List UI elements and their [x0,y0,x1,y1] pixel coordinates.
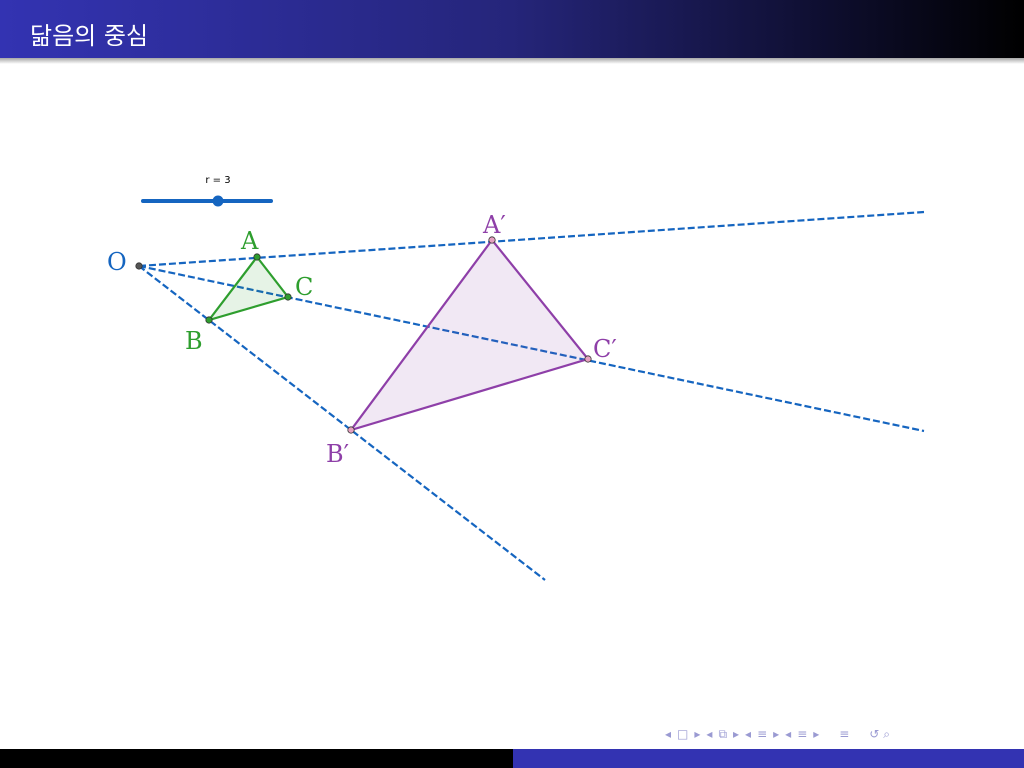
point-B[interactable] [205,316,213,324]
label-B-prime: B′ [326,440,349,468]
nav-prev-section-icon[interactable]: ◂ [745,727,752,741]
nav-next-section-icon[interactable]: ▸ [773,727,780,741]
label-O: O [107,248,127,276]
nav-next-slide-icon[interactable]: ▸ [813,727,820,741]
navigation-bar: ◂ □ ▸ ◂ ⧉ ▸ ◂ ≡ ▸ ◂ ≡ ▸ ≡ ↺ ⌕ [665,724,1024,744]
title-bar-shadow [0,58,1024,64]
nav-slide-icon[interactable]: ≡ [797,727,808,741]
nav-subsection-icon[interactable]: ⧉ [718,726,728,741]
nav-next-frame-icon[interactable]: ▸ [694,727,701,741]
nav-next-subsection-icon[interactable]: ▸ [733,727,740,741]
slider-label: r = 3 [205,175,231,186]
label-C-prime: C′ [593,335,617,363]
nav-prev-slide-icon[interactable]: ◂ [785,727,792,741]
page-title: 닮음의 중심 [30,22,149,50]
label-B: B [185,327,203,355]
footer-left-band [0,749,513,768]
nav-prev-frame-icon[interactable]: ◂ [665,727,672,741]
label-C: C [295,273,313,301]
label-A-prime: A′ [482,211,506,239]
point-O[interactable] [135,262,143,270]
points[interactable] [135,236,592,434]
nav-section-icon[interactable]: ≡ [757,727,768,741]
point-A[interactable] [253,253,261,261]
slider-handle[interactable] [212,195,224,207]
triangle-original [206,255,290,322]
nav-frame-icon[interactable]: □ [677,727,689,741]
ray-through-A [138,210,925,268]
triangle-image [348,238,590,433]
label-A: A [240,227,259,255]
nav-outline-icon[interactable]: ≡ [839,727,850,741]
point-C[interactable] [284,293,292,301]
nav-search-icon[interactable]: ↺ ⌕ [869,726,890,741]
title-bar: 닮음의 중심 [0,0,1024,64]
point-B-prime[interactable] [347,426,355,434]
point-A-prime[interactable] [488,236,496,244]
point-C-prime[interactable] [584,355,592,363]
footer-right-band [513,749,1024,768]
ratio-slider[interactable] [141,195,273,207]
ray-through-C [138,264,925,433]
nav-prev-subsection-icon[interactable]: ◂ [706,727,713,741]
